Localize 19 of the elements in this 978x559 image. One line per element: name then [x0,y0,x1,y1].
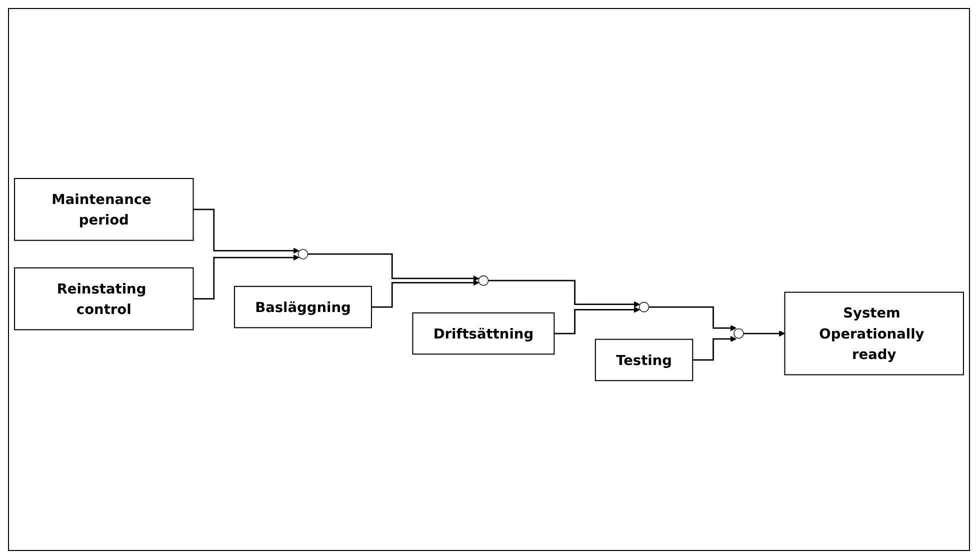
arrow [553,306,640,334]
arrow [692,336,736,361]
arrow [648,306,736,332]
node-circle [734,328,744,339]
node-circle [298,248,308,260]
node-box: Basläggning [234,286,372,328]
arrow [192,254,300,300]
node-box: Maintenance period [14,178,194,241]
node-box: Driftsättning [412,312,555,355]
arrow [370,280,480,308]
node-box: Testing [594,338,694,382]
arrow [742,330,786,336]
node-box: System Operationally ready [784,292,964,376]
node-box: Reinstating control [14,267,194,330]
node-circle [638,302,650,312]
arrow [192,208,300,254]
arrow [307,253,480,282]
node-circle [478,275,489,286]
arrow [488,280,640,308]
